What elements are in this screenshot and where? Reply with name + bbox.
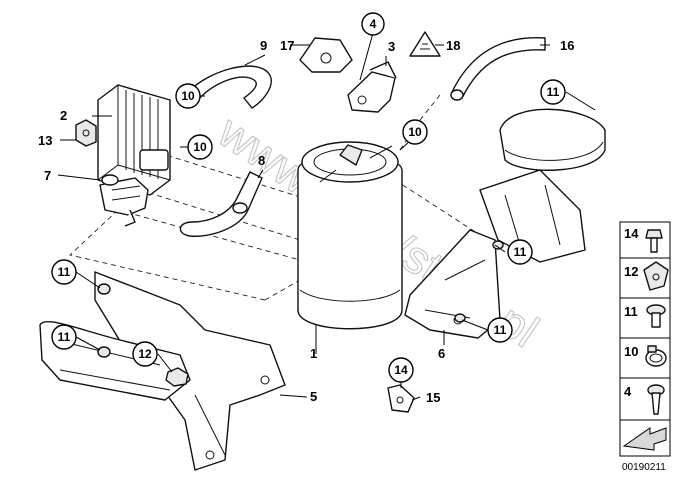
reference-code: 00190211 [622,462,666,473]
svg-text:11: 11 [547,85,560,99]
callout-8: 8 [258,153,265,168]
direction-arrow-icon [622,427,667,451]
part-13-bracket [75,119,97,147]
svg-text:11: 11 [514,245,527,259]
legend-label-10: 10 [624,344,638,359]
callout-2: 2 [60,108,67,123]
callout-13: 13 [38,133,52,148]
callout-18: 18 [446,38,460,53]
legend-label-12: 12 [624,264,638,279]
part-17-bracket [299,37,353,73]
svg-text:11: 11 [58,265,71,279]
svg-text:10: 10 [193,140,207,154]
callout-11-b: 11 [507,239,533,265]
callout-6: 6 [438,346,445,361]
part-2-filter-housing [97,84,171,196]
part-9-hose [186,65,272,109]
legend-label-14: 14 [624,226,639,241]
part-18-warning-label [409,31,441,57]
callout-10-b: 10 [187,134,213,160]
svg-text:4: 4 [370,17,377,31]
fastener-legend: 14 12 11 10 4 [619,221,671,457]
fasteners [97,240,504,358]
legend-label-4: 4 [624,384,632,399]
callout-5: 5 [310,389,317,404]
callout-11-c: 11 [487,317,513,343]
callout-9: 9 [260,38,267,53]
callout-11-a: 11 [540,79,566,105]
svg-text:10: 10 [181,89,195,103]
leader-lines [57,32,596,401]
callout-11-e: 11 [51,324,77,350]
part-16-hose [450,37,546,101]
part-7-valve [99,174,149,227]
clip-nut-icon [643,261,669,291]
callout-7: 7 [44,168,51,183]
svg-text:11: 11 [58,330,71,344]
part-8-hose [179,171,263,237]
callout-16: 16 [560,38,574,53]
svg-text:14: 14 [394,363,408,377]
part-11-strap-bracket [479,108,606,263]
legend-label-11: 11 [624,304,638,319]
svg-text:11: 11 [494,323,507,337]
part-1-charcoal-canister [297,141,403,330]
part-15-clip [387,384,415,413]
callout-3: 3 [388,39,395,54]
part-5-base-bracket [39,271,286,471]
callout-4: 4 [361,12,385,36]
part-3-mount [347,61,397,113]
torx-screw-icon [646,304,666,328]
callout-17: 17 [280,38,294,53]
callout-10-a: 10 [175,83,201,109]
svg-text:10: 10 [408,125,422,139]
callout-11-d: 11 [51,259,77,285]
svg-text:12: 12 [138,347,152,361]
callout-14: 14 [388,357,414,383]
callout-1: 1 [310,346,317,361]
callout-10-c: 10 [402,119,428,145]
callout-15: 15 [426,390,440,405]
hex-bolt-icon [645,229,663,253]
callout-12: 12 [132,341,158,367]
part-12-clip-nut [165,367,189,387]
screw-icon [647,384,665,415]
hose-clamp-icon [645,345,667,367]
